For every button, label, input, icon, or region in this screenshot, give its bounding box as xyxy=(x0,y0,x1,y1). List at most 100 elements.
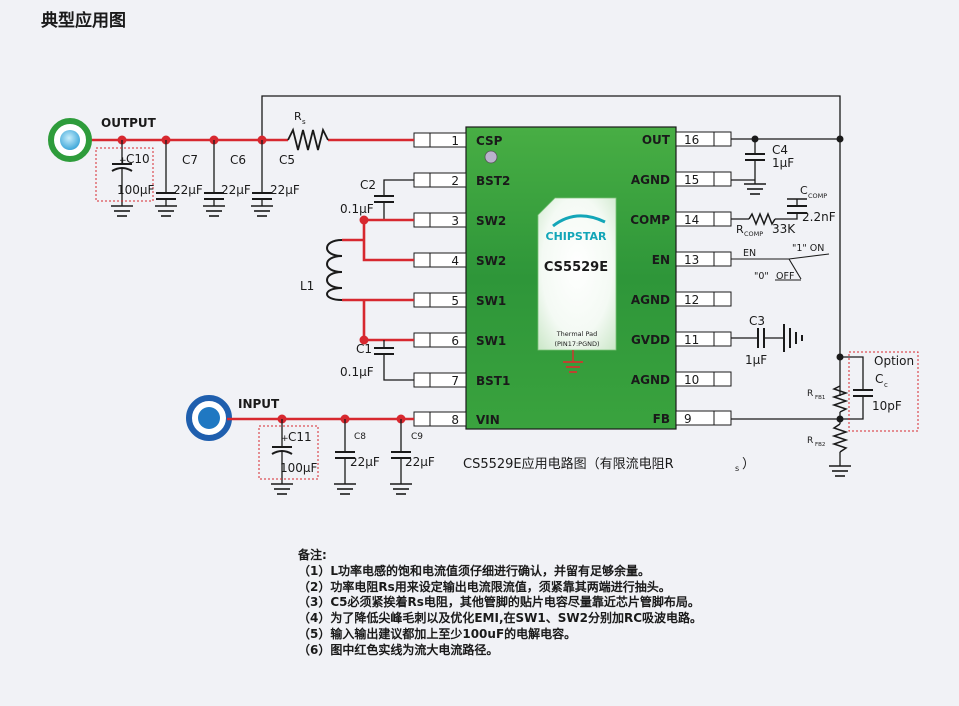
notes-section: 备注: （1）L功率电感的饱和电流值须仔细进行确认，并留有足够余量。（2）功率电… xyxy=(298,548,702,659)
c3-value: 1μF xyxy=(745,353,767,367)
svg-text:+: + xyxy=(281,434,289,444)
pin-name: BST2 xyxy=(476,174,510,188)
pin-name: SW2 xyxy=(476,254,506,268)
pin-name: AGND xyxy=(631,173,670,187)
pin-name: COMP xyxy=(630,213,670,227)
pin-number: 2 xyxy=(451,174,459,188)
c1-value: 0.1μF xyxy=(340,365,374,379)
en-on-label: "1" ON xyxy=(792,243,824,254)
pin-name: EN xyxy=(652,253,670,267)
page-title: 典型应用图 xyxy=(41,11,126,31)
pin-number: 16 xyxy=(684,133,699,147)
c10-label: C10 xyxy=(126,152,150,166)
svg-text:+: + xyxy=(119,156,127,166)
ground-icon xyxy=(271,483,293,495)
c8-label: C8 xyxy=(354,432,366,442)
rcomp-label: R xyxy=(736,223,744,236)
cc-value: 10pF xyxy=(872,399,902,413)
option-label: Option xyxy=(874,354,914,368)
c6-label: C6 xyxy=(230,153,246,167)
note-item: （2）功率电阻Rs用来设定输出电流限流值，须紧靠其两端进行抽头。 xyxy=(298,579,671,594)
c11-label: C11 xyxy=(288,430,312,444)
c9-value: 22μF xyxy=(405,455,435,469)
input-label: INPUT xyxy=(238,397,280,411)
chipstar-logo-icon xyxy=(552,214,606,228)
diagram-caption: CS5529E应用电路图（有限流电阻R xyxy=(463,456,674,472)
c5-label: C5 xyxy=(279,153,295,167)
ground-icon xyxy=(251,205,273,217)
pin-name: AGND xyxy=(631,373,670,387)
ground-icon xyxy=(829,465,851,477)
en-label: EN xyxy=(743,248,756,259)
rs-sub: s xyxy=(302,118,306,126)
pin-number: 13 xyxy=(684,253,699,267)
pin-number: 5 xyxy=(451,294,459,308)
svg-text:c: c xyxy=(884,381,888,389)
pin-name: GVDD xyxy=(631,333,670,347)
pin-10: 10 AGND xyxy=(631,371,732,387)
en-off-label: OFF xyxy=(776,271,794,282)
pin-name: BST1 xyxy=(476,374,510,388)
cc-option-box xyxy=(848,351,919,432)
en-off-quote: "0" xyxy=(754,271,769,282)
svg-text:COMP: COMP xyxy=(808,192,827,200)
ccomp-label: C xyxy=(800,184,808,197)
pin-number: 12 xyxy=(684,293,699,307)
rs-label: R xyxy=(294,110,302,123)
inductor-l1-icon xyxy=(326,239,343,301)
c6-value: 22μF xyxy=(221,183,251,197)
chip-part-number: CS5529E xyxy=(544,260,608,275)
c2-value: 0.1μF xyxy=(340,202,374,216)
ground-icon xyxy=(334,483,356,495)
pin-name: AGND xyxy=(631,293,670,307)
rfb1-resistor-icon xyxy=(831,385,849,413)
thermal-pad xyxy=(537,197,617,351)
rfb1-label: R xyxy=(807,389,813,399)
ground-icon xyxy=(111,205,133,217)
rs-resistor-icon xyxy=(287,127,329,151)
pin-number: 9 xyxy=(684,412,692,426)
svg-text:FB2: FB2 xyxy=(815,442,825,448)
pin-number: 10 xyxy=(684,373,699,387)
pin-number: 14 xyxy=(684,213,699,227)
pin-number: 1 xyxy=(451,134,459,148)
pin-9: 9 FB xyxy=(653,410,732,426)
c1-label: C1 xyxy=(356,342,372,356)
output-label: OUTPUT xyxy=(101,116,157,130)
pin-name: VIN xyxy=(476,413,500,427)
pin-name: SW1 xyxy=(476,334,506,348)
pin-13: 13 EN xyxy=(652,251,732,267)
rcomp-resistor-icon xyxy=(748,211,776,227)
l1-label: L1 xyxy=(300,279,314,293)
c11-option-box xyxy=(258,425,319,480)
rfb2-resistor-icon xyxy=(831,423,849,453)
pin-number: 3 xyxy=(451,214,459,228)
c7-label: C7 xyxy=(182,153,198,167)
pin-name: SW1 xyxy=(476,294,506,308)
thermal-pad-label: Thermal Pad xyxy=(556,330,598,338)
c5-value: 22μF xyxy=(270,183,300,197)
rfb2-label: R xyxy=(807,436,813,446)
pin-12: 12 AGND xyxy=(631,291,732,307)
note-item: （4）为了降低尖峰毛刺以及优化EMI,在SW1、SW2分别加RC吸波电路。 xyxy=(298,611,703,626)
notes-heading: 备注: xyxy=(298,548,327,562)
c10-option-box xyxy=(95,147,154,202)
caption-end: ） xyxy=(742,457,755,472)
c7-value: 22μF xyxy=(173,183,203,197)
pin-name: FB xyxy=(653,412,670,426)
ground-icon xyxy=(155,205,177,217)
pin-14: 14 COMP xyxy=(630,211,732,227)
svg-text:FB1: FB1 xyxy=(815,395,825,401)
pin-number: 8 xyxy=(451,413,459,427)
ground-icon xyxy=(203,205,225,217)
c3-label: C3 xyxy=(749,314,765,328)
